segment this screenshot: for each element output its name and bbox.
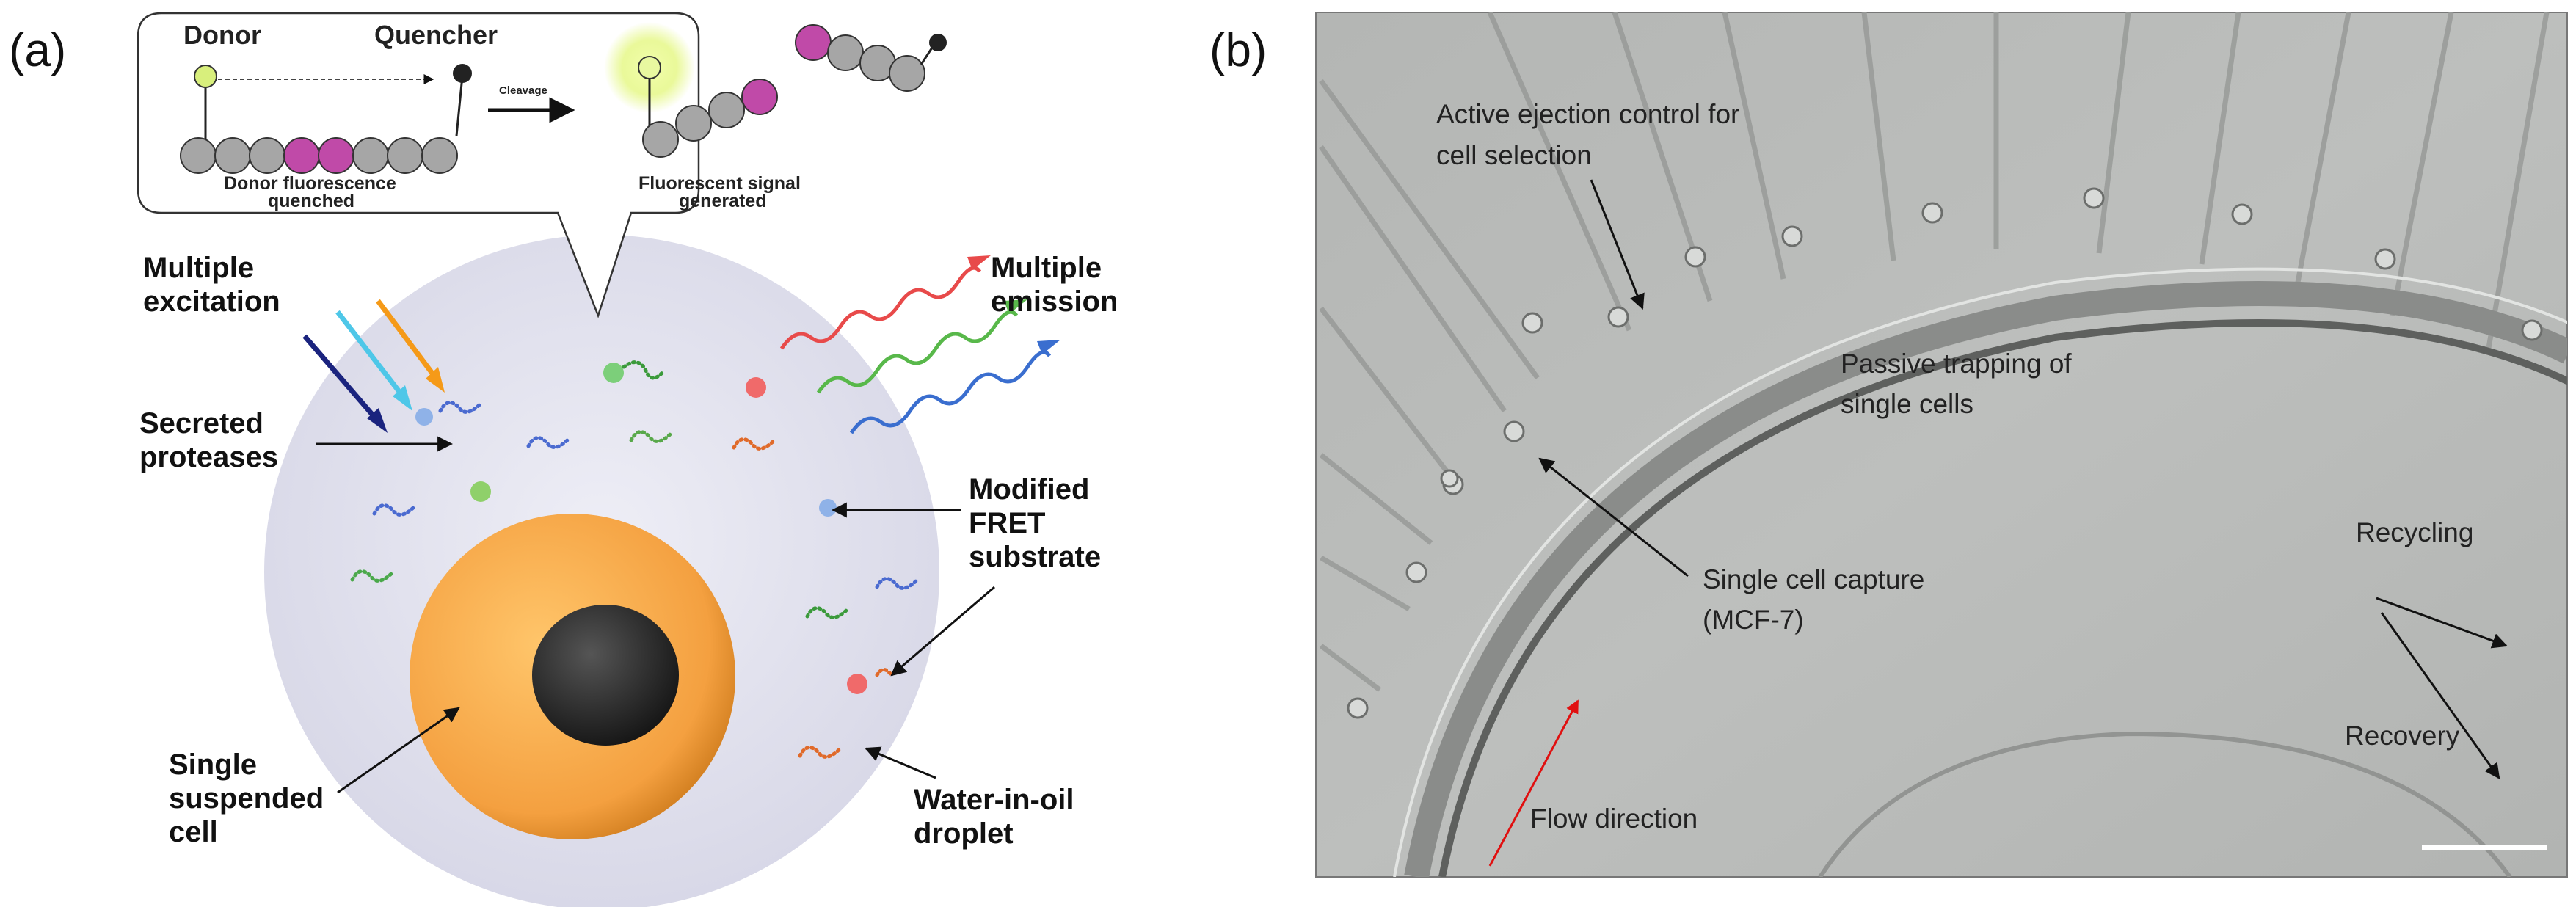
cell-nucleus xyxy=(532,605,679,746)
emission-label-1: Multiple xyxy=(991,252,1102,284)
quenched-text-2: quenched xyxy=(268,191,354,211)
flow-label: Flow direction xyxy=(1530,804,1698,834)
fret-label-3: substrate xyxy=(969,541,1101,573)
recycling-label: Recycling xyxy=(2356,517,2473,547)
ejection-label-1: Active ejection control for xyxy=(1436,99,1739,129)
cleavage-label: Cleavage xyxy=(499,84,547,97)
radial-channels xyxy=(1319,12,2550,692)
proteases-label-2: proteases xyxy=(139,441,278,473)
quenched-text-1: Donor fluorescence xyxy=(224,173,396,194)
panel-a: (a) Donor Quencher xyxy=(9,12,1118,907)
trapped-cells xyxy=(1347,187,2543,719)
fret-label-2: FRET xyxy=(969,507,1045,539)
ejection-label-2: cell selection xyxy=(1436,140,1592,170)
peptide-chain-intact xyxy=(180,137,458,174)
inner-chamber-wall xyxy=(1818,731,2512,877)
emission-arrows xyxy=(779,255,1060,434)
trapping-label-2: single cells xyxy=(1841,389,1973,419)
donor-label: Donor xyxy=(183,20,261,50)
droplet-pointer xyxy=(865,746,936,779)
donor-fluorophore xyxy=(194,65,217,88)
panel-a-label: (a) xyxy=(9,23,66,76)
fragment-quencher xyxy=(795,24,947,92)
quencher-label: Quencher xyxy=(374,20,498,50)
droplet-label-2: droplet xyxy=(914,817,1014,850)
panel-b-label: (b) xyxy=(1209,23,1267,76)
capture-pointer xyxy=(1538,457,1689,578)
recycling-pointer xyxy=(2376,597,2508,649)
proteases-label-1: Secreted xyxy=(139,407,263,440)
signal-text-2: generated xyxy=(679,191,766,211)
excitation-label-2: excitation xyxy=(143,285,280,318)
fret-label-1: Modified xyxy=(969,473,1089,506)
flow-direction-arrow xyxy=(1488,699,1579,867)
excitation-arrows xyxy=(302,299,445,433)
fret-inset: Donor Quencher Donor fluorescence quench… xyxy=(137,12,947,318)
capture-label-1: Single cell capture xyxy=(1703,564,1924,594)
micrograph-frame xyxy=(1315,12,2568,878)
fret-pointer-2 xyxy=(890,586,995,677)
cell-label-3: cell xyxy=(169,816,218,848)
quencher-dot xyxy=(453,64,472,83)
recovery-label: Recovery xyxy=(2345,721,2460,751)
recovery-pointer xyxy=(2380,612,2500,779)
droplet-label-1: Water-in-oil xyxy=(914,784,1074,816)
emission-label-2: emission xyxy=(991,285,1118,318)
panel-b: (b) xyxy=(1209,12,2568,878)
cell-label-2: suspended xyxy=(169,782,324,815)
outer-chamber-wall xyxy=(1404,281,2567,877)
cell-label-1: Single xyxy=(169,748,257,781)
signal-text-1: Fluorescent signal xyxy=(638,173,801,194)
fret-substrates xyxy=(350,360,920,759)
excitation-label-1: Multiple xyxy=(143,252,254,284)
trapping-label-1: Passive trapping of xyxy=(1841,349,2072,379)
fragment-donor xyxy=(638,56,778,158)
cell-pointer xyxy=(337,707,460,794)
capture-label-2: (MCF-7) xyxy=(1703,605,1804,635)
ejection-pointer xyxy=(1590,179,1645,310)
